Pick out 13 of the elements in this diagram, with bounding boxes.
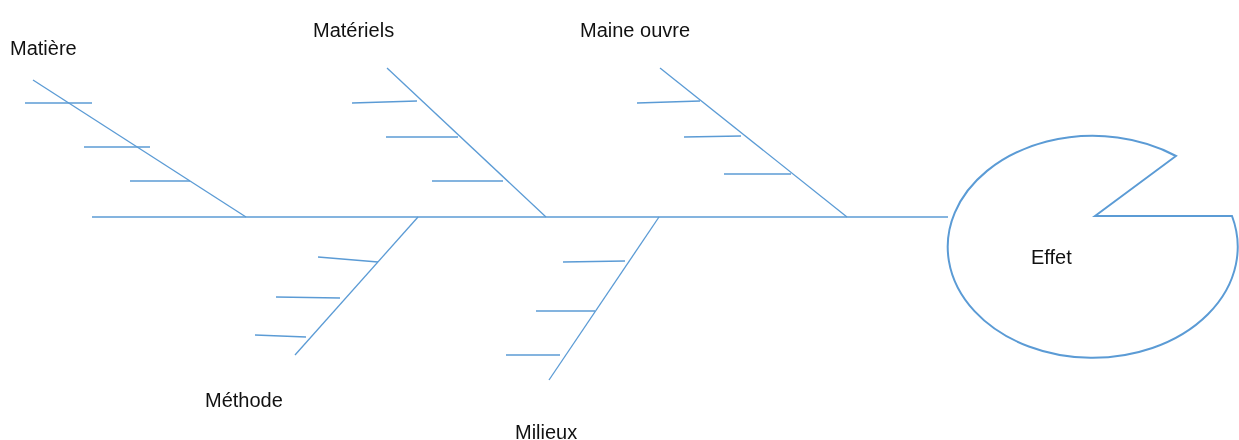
spine-line xyxy=(91,216,949,218)
cause-bone-line xyxy=(32,79,247,218)
category-label: Matière xyxy=(10,36,77,60)
effect-label: Effet xyxy=(1031,246,1072,269)
cause-bone-line xyxy=(548,216,660,381)
category-label: Milieux xyxy=(515,420,578,440)
category-label: Méthode xyxy=(205,388,283,412)
fish-head-shape xyxy=(946,134,1239,359)
category-label: Maine ouvre xyxy=(580,18,691,42)
cause-bone-line xyxy=(659,67,848,218)
cause-bone-line xyxy=(386,67,547,218)
category-label: Matériels xyxy=(313,18,395,42)
cause-bone-line xyxy=(294,216,419,356)
